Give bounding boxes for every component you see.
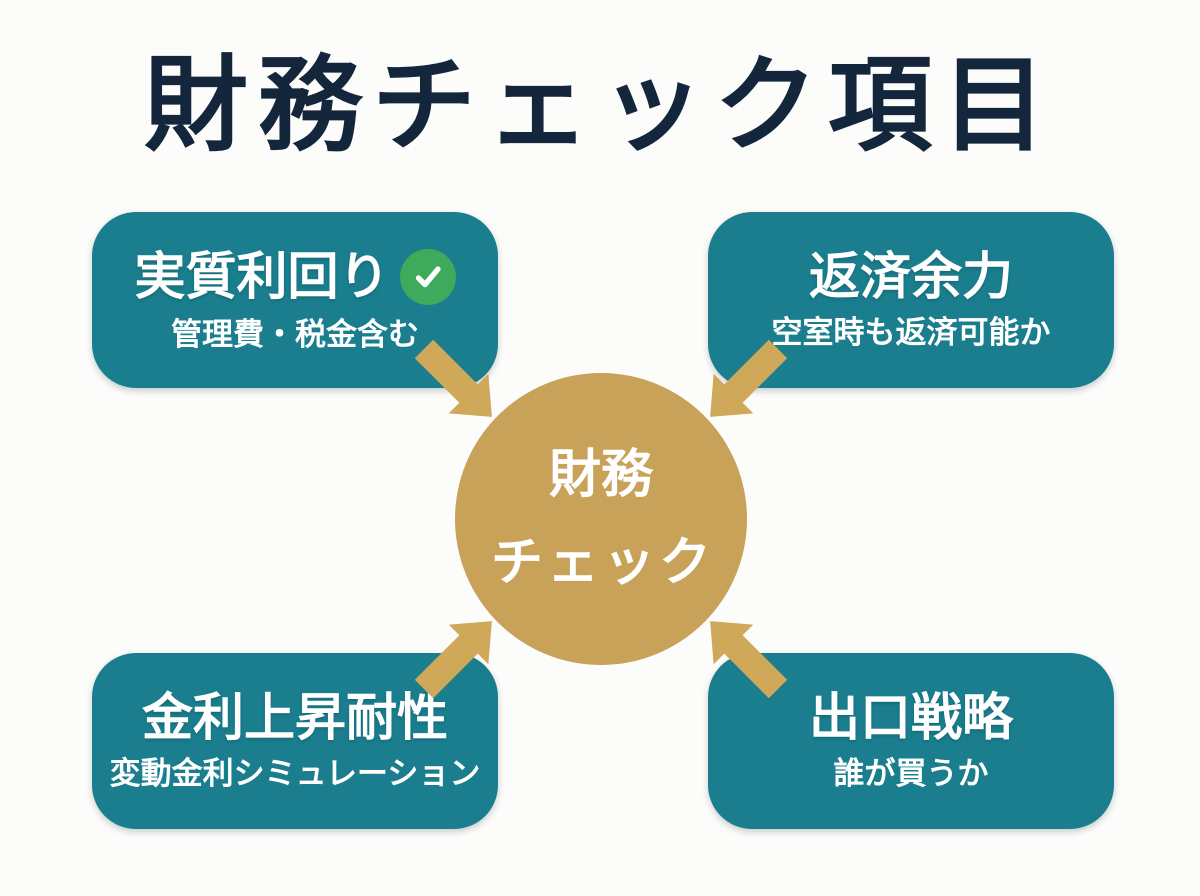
box-net-yield-title-row: 実質利回り	[134, 247, 456, 307]
box-rate-rise-tolerance-subtitle: 変動金利シミュレーション	[109, 755, 481, 792]
box-repayment-capacity-subtitle: 空室時も返済可能か	[771, 314, 1051, 351]
center-circle-line1: 財務	[548, 445, 653, 505]
box-exit-strategy: 出口戦略 誰が買うか	[708, 653, 1114, 829]
box-repayment-capacity: 返済余力 空室時も返済可能か	[708, 212, 1114, 388]
box-exit-strategy-title-row: 出口戦略	[809, 693, 1013, 744]
box-rate-rise-tolerance: 金利上昇耐性 変動金利シミュレーション	[92, 653, 498, 829]
box-net-yield-title: 実質利回り	[134, 247, 390, 307]
box-net-yield-subtitle: 管理費・税金含む	[171, 317, 419, 353]
check-icon	[399, 249, 456, 305]
box-rate-rise-tolerance-title-row: 金利上昇耐性	[142, 693, 448, 744]
box-net-yield: 実質利回り 管理費・税金含む	[92, 212, 498, 388]
box-repayment-capacity-title-row: 返済余力	[809, 252, 1013, 303]
page-title: 財務チェック項目	[143, 44, 1056, 166]
center-circle: 財務 チェック	[455, 373, 747, 665]
box-exit-strategy-title: 出口戦略	[808, 688, 1013, 748]
box-exit-strategy-subtitle: 誰が買うか	[833, 755, 989, 792]
box-repayment-capacity-title: 返済余力	[808, 247, 1013, 307]
box-rate-rise-tolerance-title: 金利上昇耐性	[141, 688, 448, 748]
center-circle-line2: チェック	[490, 533, 715, 593]
